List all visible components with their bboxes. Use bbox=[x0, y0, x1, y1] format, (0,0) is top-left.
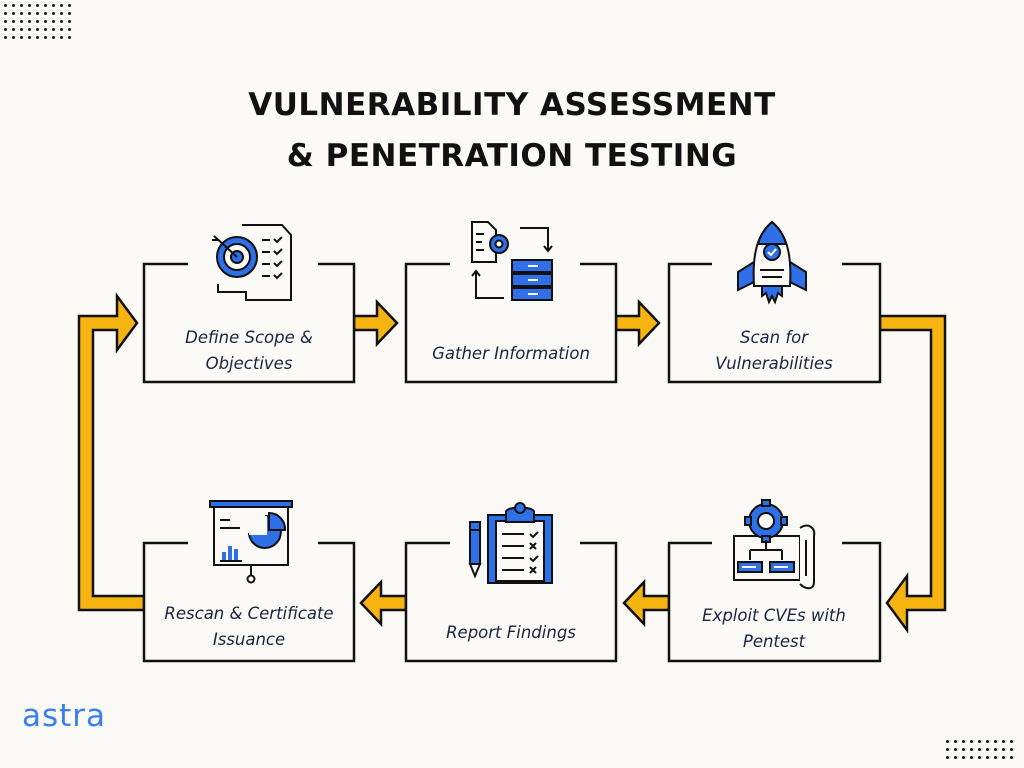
step-box-3 bbox=[667, 262, 882, 384]
diagram-title-line-1: VULNERABILITY ASSESSMENT bbox=[248, 87, 776, 123]
step-box-2 bbox=[404, 262, 618, 384]
rocket-shield-icon bbox=[737, 220, 807, 305]
gear-database-flow-icon bbox=[471, 221, 553, 301]
arrow-gather-to-scan bbox=[614, 298, 661, 348]
clipboard-report-icon bbox=[468, 502, 553, 584]
step-box-6 bbox=[142, 541, 356, 663]
gear-blueprint-icon bbox=[733, 499, 816, 590]
step-label-scan-vulnerabilities: Scan for Vulnerabilities bbox=[715, 328, 833, 373]
target-checklist-icon bbox=[212, 224, 292, 301]
dot-pattern-top-left bbox=[4, 4, 76, 44]
step-label-rescan-certificate: Rescan & Certificate Issuance bbox=[164, 604, 334, 649]
step-box-4 bbox=[667, 541, 882, 663]
step-box-1 bbox=[142, 262, 356, 384]
arrow-report-to-rescan bbox=[359, 578, 408, 628]
step-label-report-findings: Report Findings bbox=[446, 623, 576, 642]
step-box-5 bbox=[404, 541, 618, 663]
arrow-scope-to-gather bbox=[352, 298, 399, 348]
step-label-gather-information: Gather Information bbox=[432, 344, 590, 363]
presentation-chart-icon bbox=[209, 500, 293, 584]
connector-left-loop bbox=[77, 292, 146, 612]
diagram-title-line-2: & PENETRATION TESTING bbox=[286, 138, 738, 174]
arrow-exploit-to-report bbox=[622, 578, 671, 628]
step-label-define-scope: Define Scope & Objectives bbox=[185, 328, 313, 373]
astra-logo: astra bbox=[22, 698, 107, 734]
step-label-exploit-cves: Exploit CVEs with Pentest bbox=[702, 606, 846, 651]
dot-pattern-bottom-right bbox=[946, 740, 1018, 764]
connector-right-loop bbox=[878, 314, 947, 634]
